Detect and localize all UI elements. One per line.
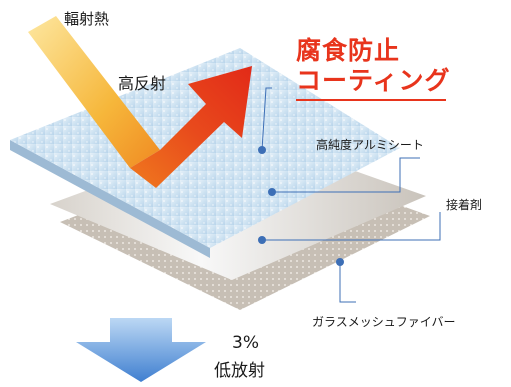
leader-lines <box>261 87 441 303</box>
aluminum-sheet-edge <box>10 140 210 258</box>
coating-title-underline <box>296 99 446 101</box>
emissivity-value: 3% <box>232 333 259 353</box>
dot-icon <box>258 146 266 154</box>
dot-icon <box>258 236 266 244</box>
radiant-heat-label: 輻射熱 <box>64 10 110 28</box>
dot-icon <box>336 258 344 266</box>
dot-icon <box>268 188 276 196</box>
glass-mesh-label: ガラスメッシュファイバー <box>312 315 456 329</box>
coating-title-line2: コーティング <box>296 66 451 95</box>
low-emissivity-label: 低放射 <box>214 361 265 381</box>
incoming-heat-arrow <box>28 16 160 168</box>
aluminum-sheet-label: 高純度アルミシート <box>316 138 424 152</box>
coating-title-line1: 腐食防止 <box>296 36 401 65</box>
low-emission-arrow <box>76 318 206 382</box>
adhesive-label: 接着剤 <box>446 198 483 212</box>
reflection-arrow <box>130 66 252 188</box>
high-reflection-label: 高反射 <box>118 74 167 93</box>
aluminum-sheet-layer <box>10 48 400 248</box>
